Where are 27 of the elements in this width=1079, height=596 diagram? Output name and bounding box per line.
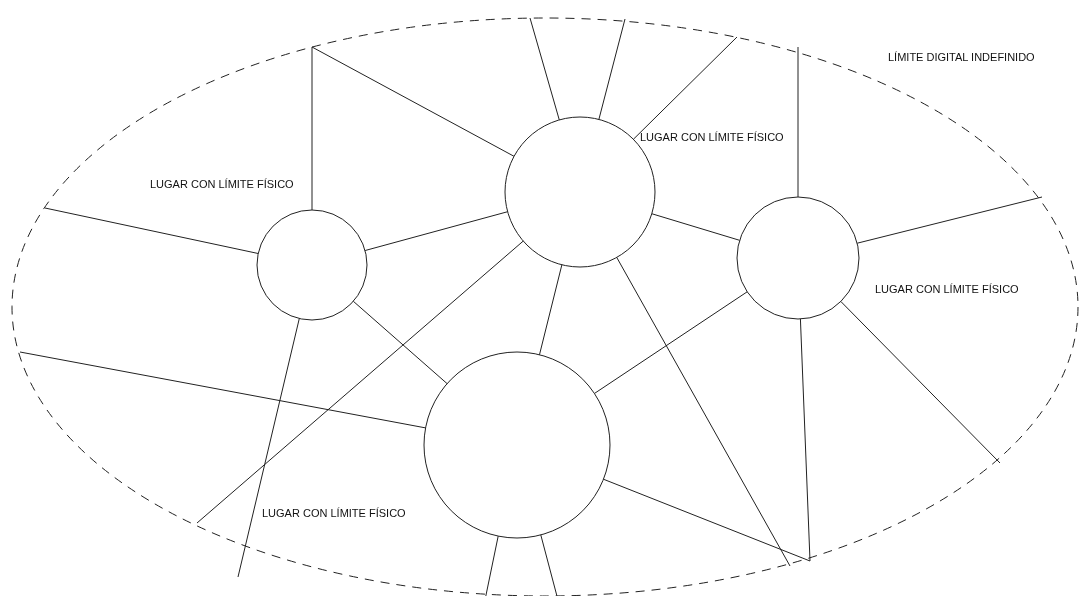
connector-line [237,318,300,578]
connector-line [651,213,741,241]
place-label: LUGAR CON LÍMITE FÍSICO [875,282,1019,296]
place-label: LUGAR CON LÍMITE FÍSICO [150,177,294,191]
connector-line [799,318,811,562]
connector-line [593,291,748,394]
connector-line [311,46,515,157]
connector-line [598,18,626,120]
connector-line [632,36,738,140]
connector-line [529,17,560,121]
connector-line [856,196,1043,244]
connector-line [540,534,559,596]
connector-line [352,300,448,385]
connector-line [616,256,791,567]
connector-line [840,300,1001,464]
connector-line [364,211,509,252]
connector-line [484,535,499,596]
place-label: LUGAR CON LÍMITE FÍSICO [640,130,784,144]
connector-line [602,478,811,562]
connector-line [797,46,799,198]
place-label: LUGAR CON LÍMITE FÍSICO [262,506,406,520]
connector-line [196,240,524,524]
connector-line [311,46,313,211]
connector-line [538,264,563,356]
connector-line [44,207,259,254]
connector-line [19,351,427,429]
boundary-label: LÍMITE DIGITAL INDEFINIDO [888,50,1035,64]
